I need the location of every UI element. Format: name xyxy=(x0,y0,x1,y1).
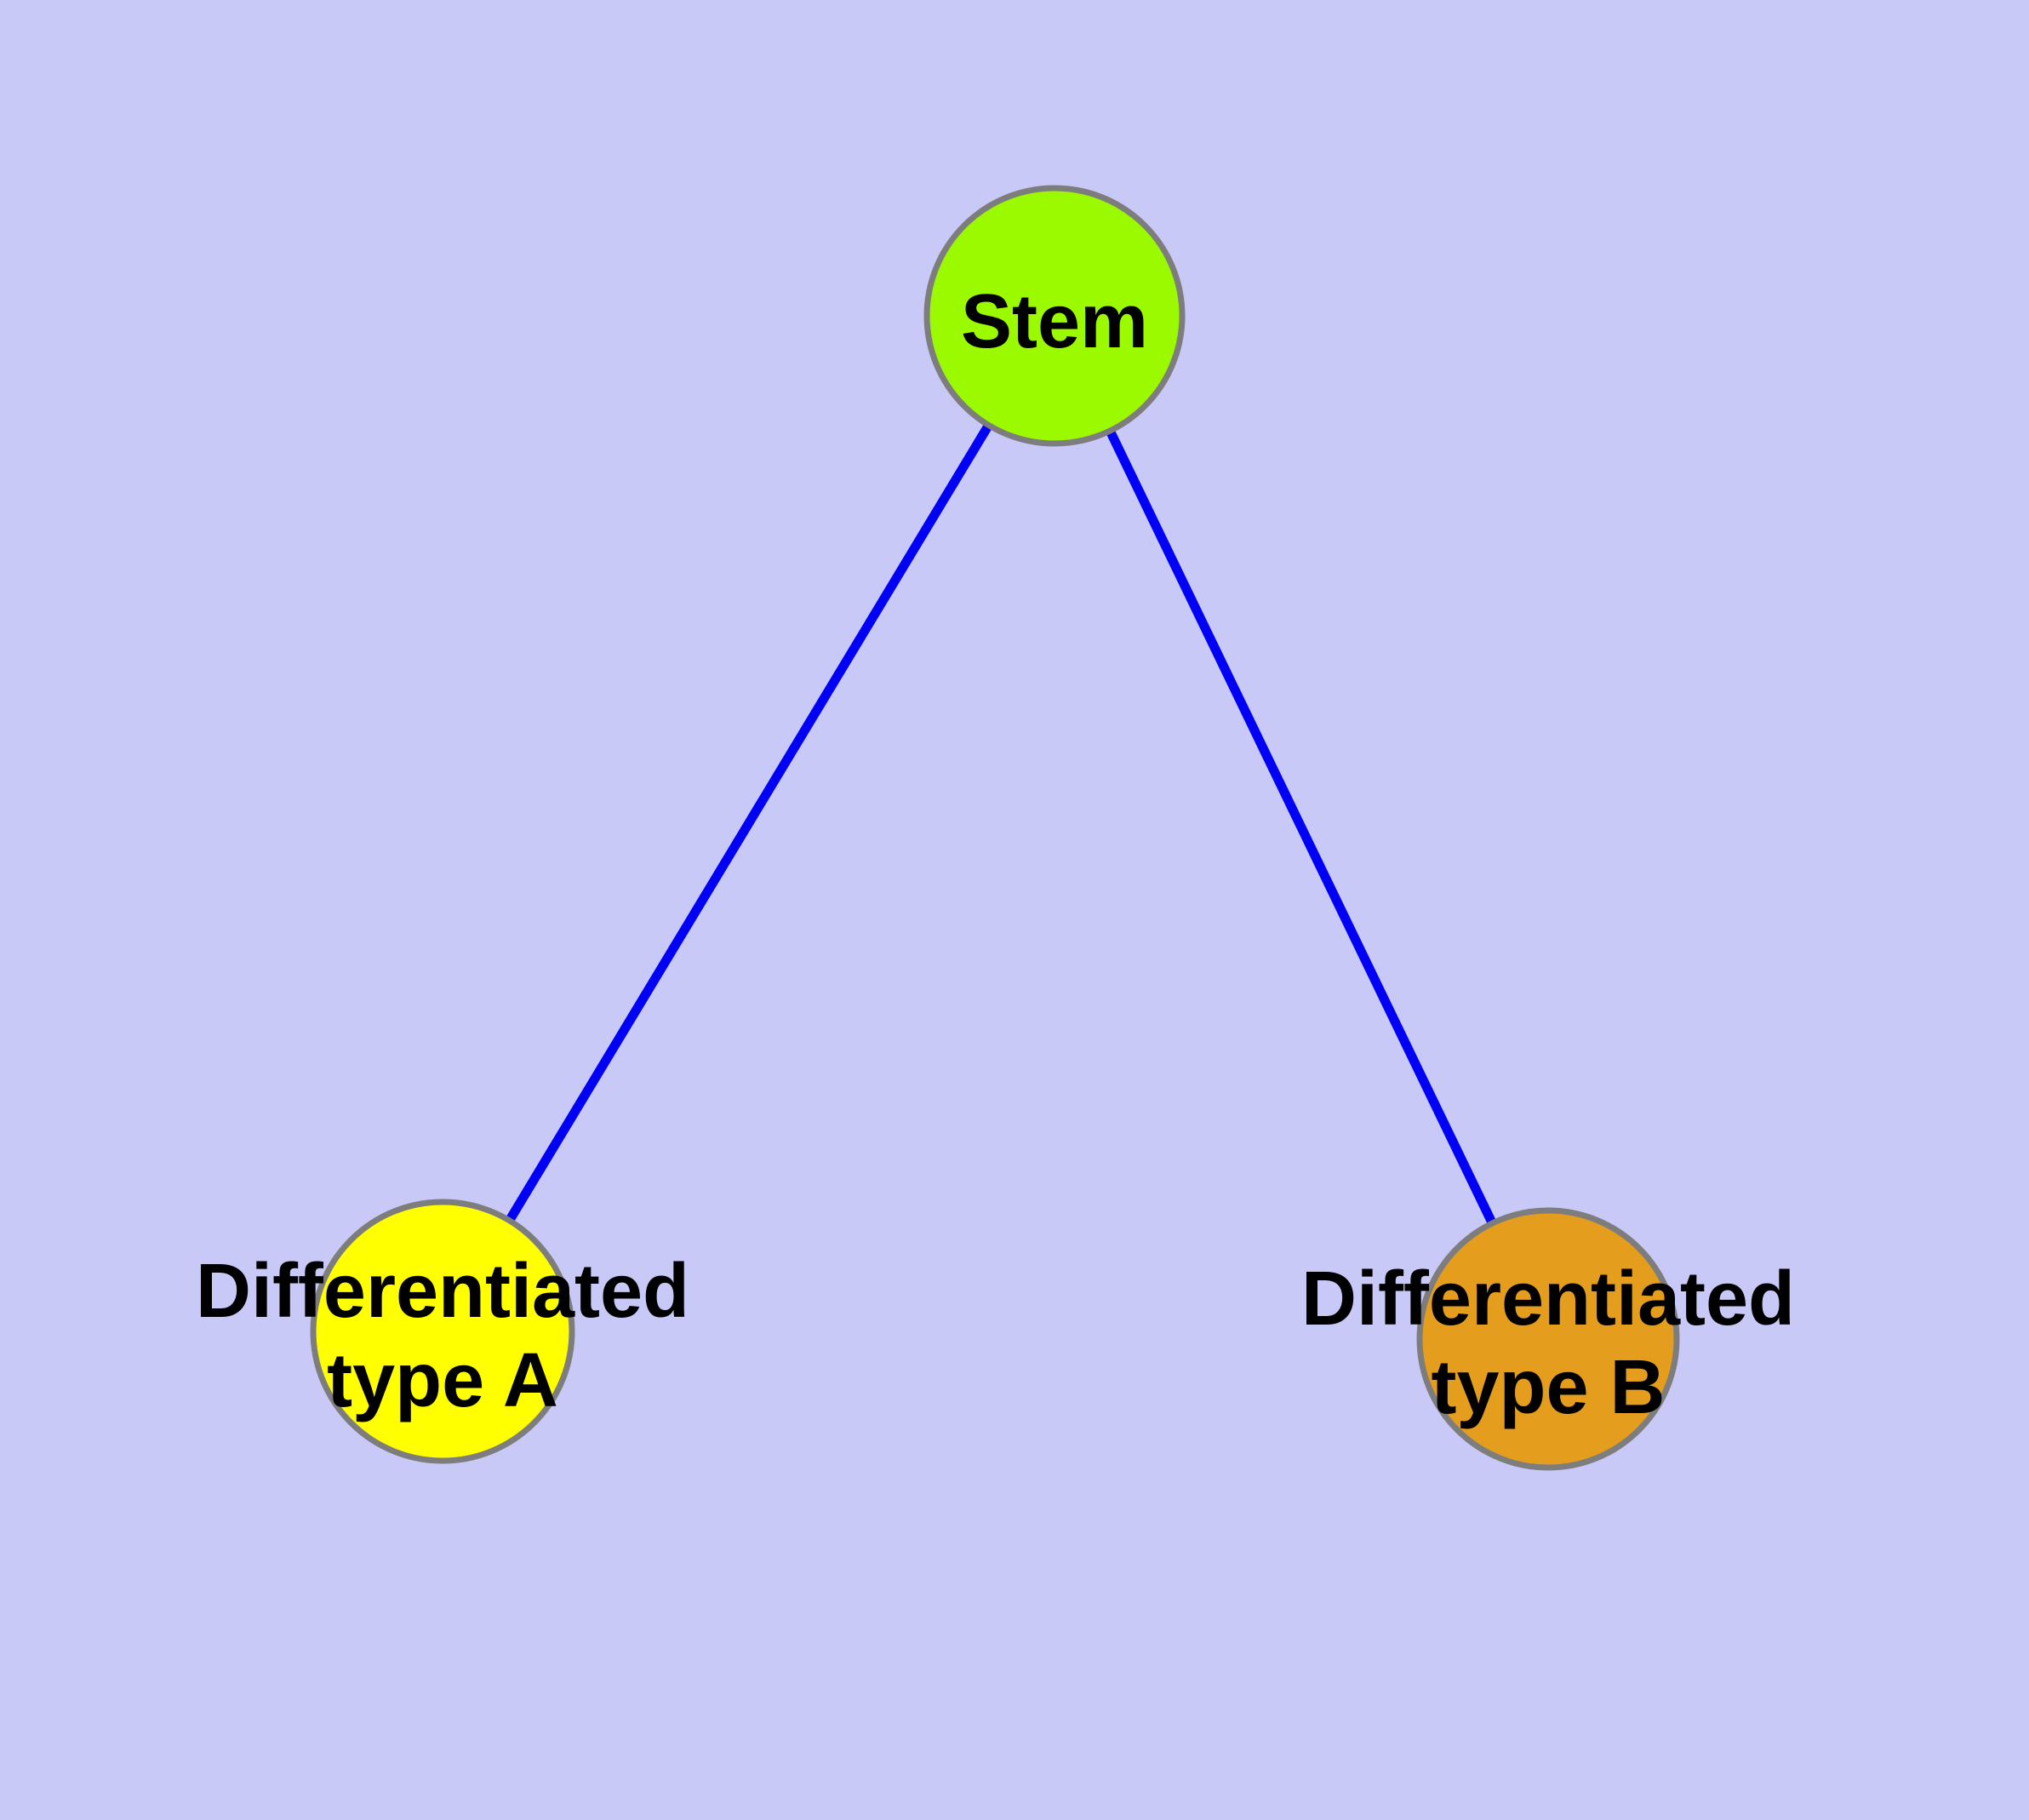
edge-stem-to-type-b xyxy=(1050,313,1552,1342)
edge-stem-to-type-a xyxy=(438,313,1059,1334)
type-b-node-label-line2: type B xyxy=(1431,1345,1665,1430)
type-a-node-circle xyxy=(310,1199,575,1464)
stem-node-circle xyxy=(923,185,1186,447)
type-a-node-label-line2: type A xyxy=(327,1338,558,1423)
type-b-node-circle xyxy=(1416,1207,1680,1471)
type-a-node-label-line1: Differentiated xyxy=(196,1249,689,1334)
stem-node-label: Stem xyxy=(961,279,1148,364)
type-b-node-label-line1: Differentiated xyxy=(1301,1256,1795,1342)
